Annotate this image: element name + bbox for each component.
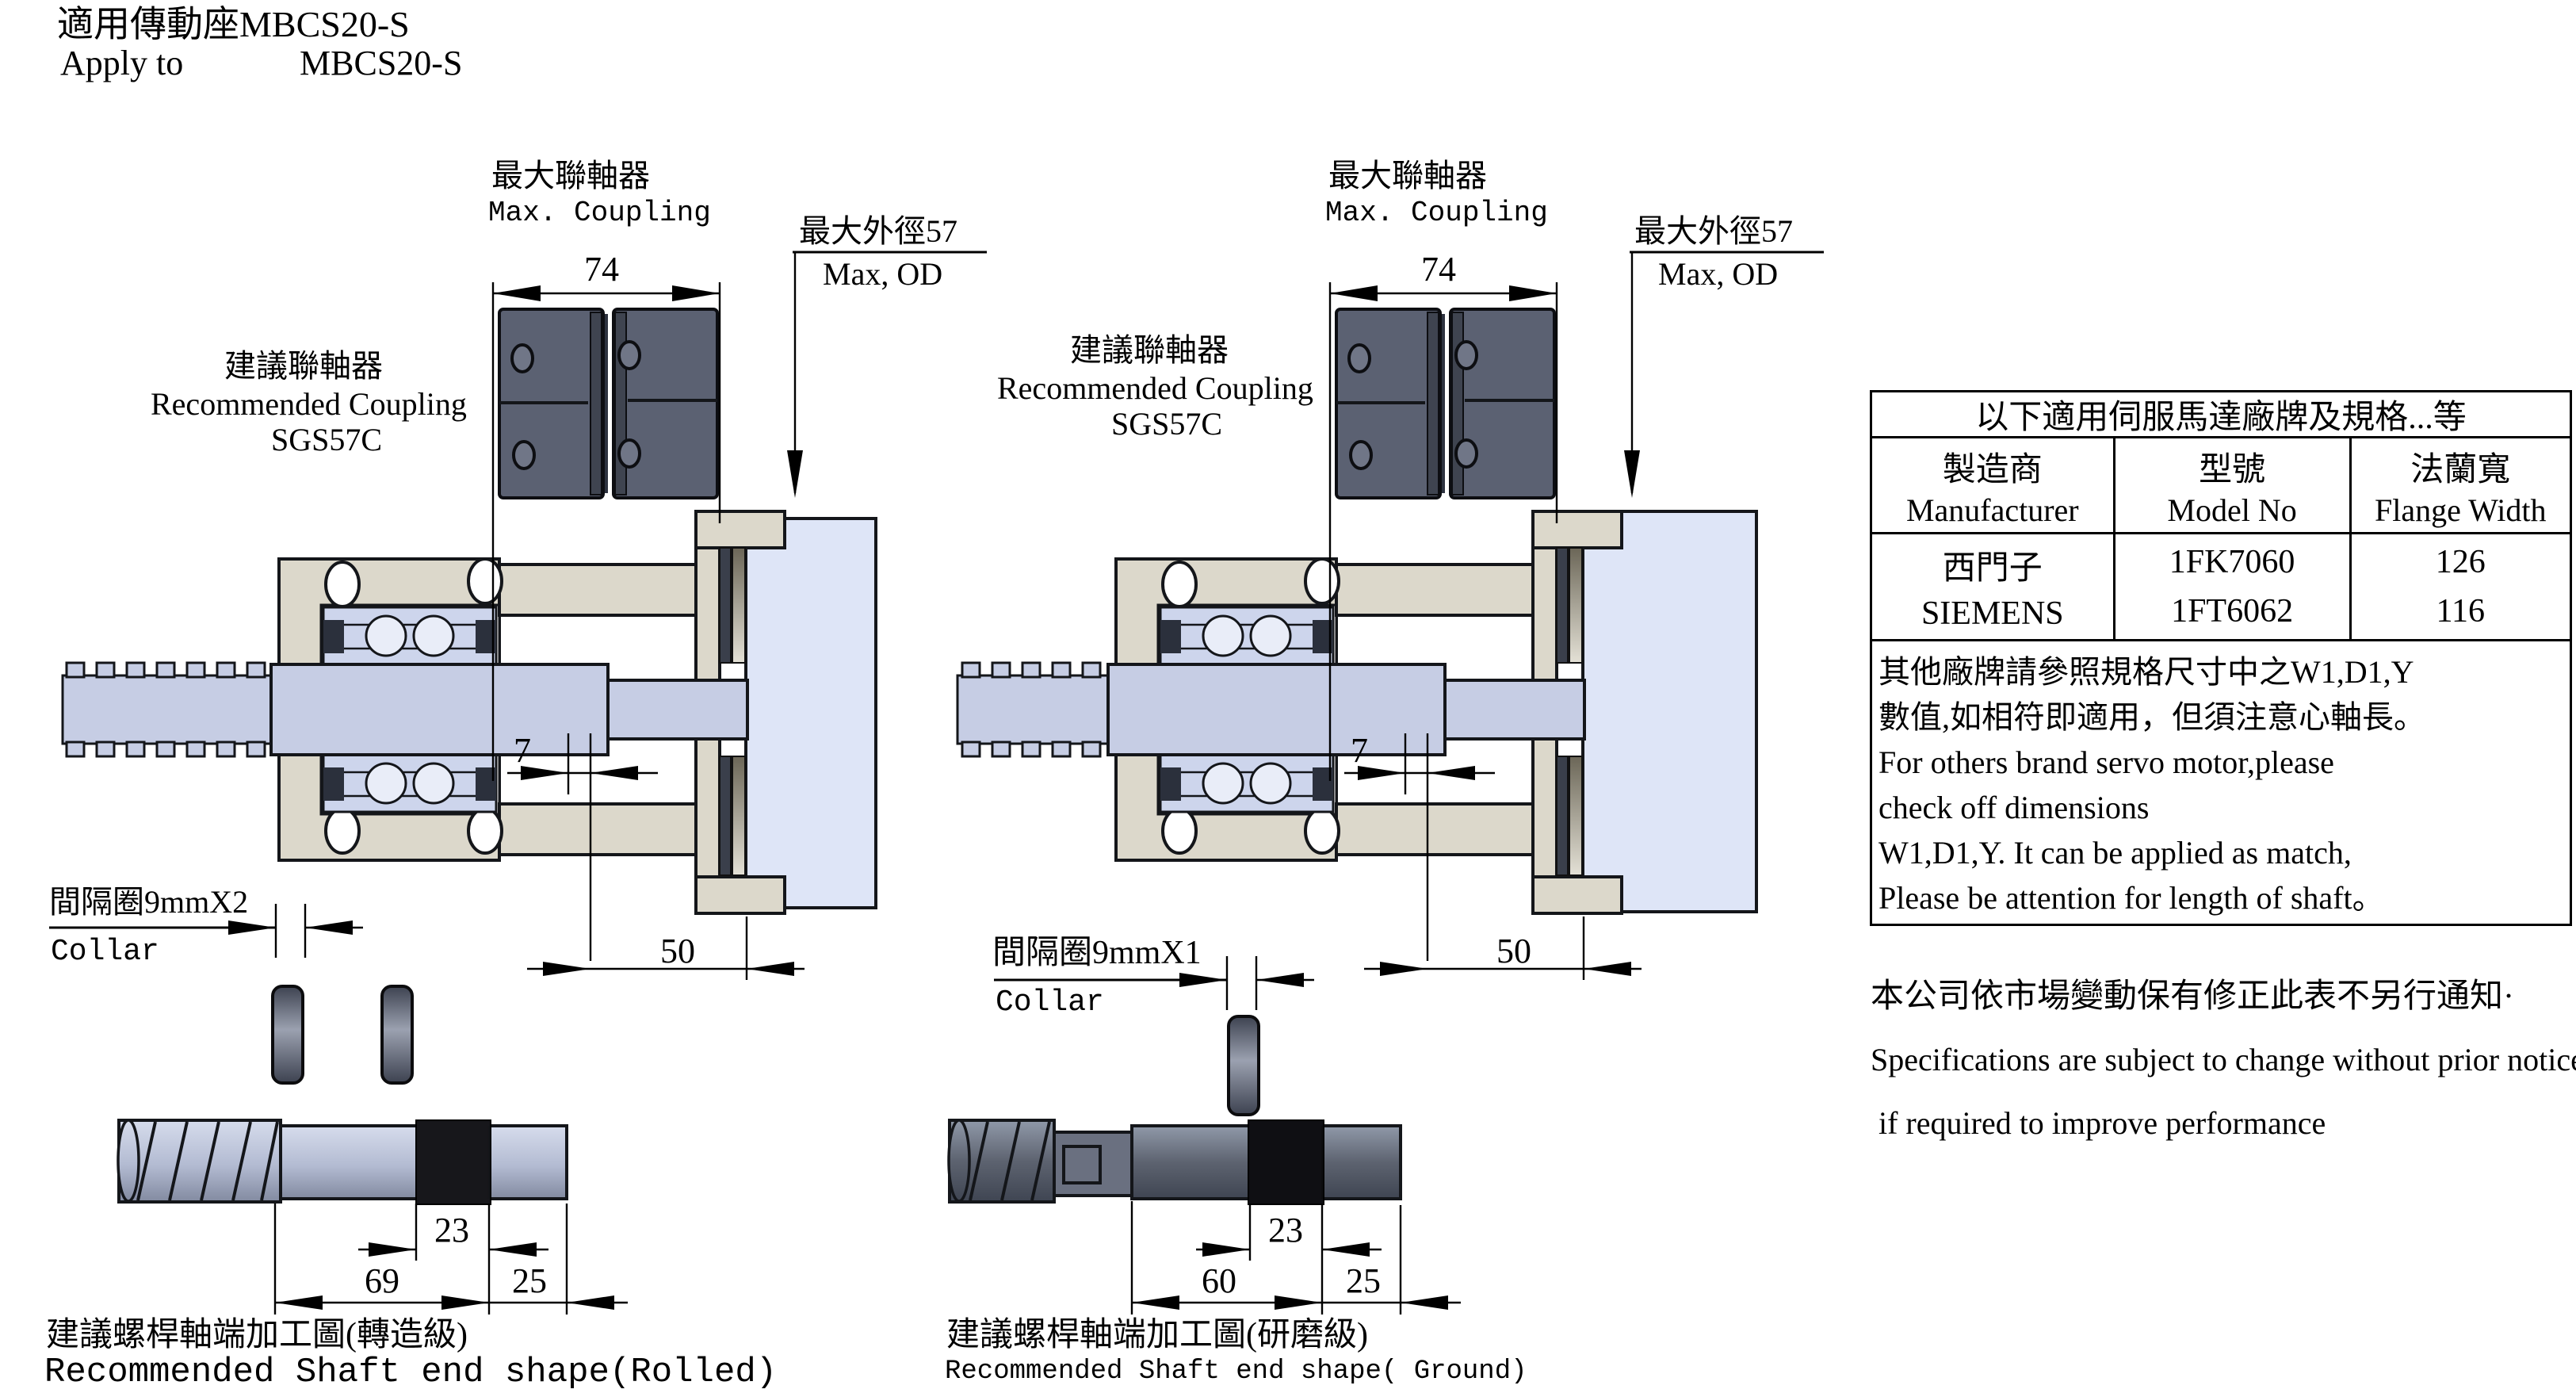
collar-ring <box>271 985 304 1085</box>
rec-coupling-label-zh: 建議聯軸器 <box>1070 332 1229 368</box>
dim-length: 60 <box>1202 1261 1236 1300</box>
note-line: 其他廠牌請參照規格尺寸中之W1,D1,Y <box>1878 654 2414 690</box>
rec-coupling-label-en: Recommended Coupling <box>151 386 467 422</box>
collar-ring <box>380 985 414 1085</box>
disclaimer-zh: 本公司依市場變動保有修正此表不另行通知· <box>1871 978 2514 1015</box>
max-od-label-zh: 最大外徑57 <box>799 213 957 249</box>
collar-label-en: Collar <box>51 935 159 969</box>
col-label-en: Manufacturer <box>1905 492 2079 528</box>
table-data-rows: 西門子 SIEMENS 1FK7060 1FT6062 126 116 <box>1872 534 2570 641</box>
collar-label-en: Collar <box>996 985 1104 1020</box>
shaft-end-dimensions <box>273 1204 628 1315</box>
table-cell: SIEMENS <box>1921 595 2064 633</box>
table-cell: 126 <box>2435 544 2486 580</box>
dim-gap: 7 <box>1351 731 1368 770</box>
page-title-en-label: Apply to <box>60 44 184 82</box>
servo-spec-table: 以下適用伺服馬達廠牌及規格...等 製造商 Manufacturer 型號 Mo… <box>1870 390 2572 926</box>
disclaimer-en-2: if required to improve performance <box>1871 1104 2326 1141</box>
col-flange-width: 法蘭寬 Flange Width <box>2352 438 2570 532</box>
rec-coupling-model: SGS57C <box>1111 406 1223 442</box>
manufacturer-cells: 西門子 SIEMENS <box>1872 534 2113 639</box>
assembly-left <box>49 251 988 1315</box>
col-label-zh: 製造商 <box>1942 451 2043 488</box>
rec-coupling-label-en: Recommended Coupling <box>997 370 1313 406</box>
table-cell: 116 <box>2436 593 2485 630</box>
dim-knurl: 23 <box>434 1211 469 1249</box>
collar-dimension <box>994 956 1314 1010</box>
table-cell: 西門子 <box>1942 549 2043 587</box>
disclaimer-en-1: Specifications are subject to change wit… <box>1871 1042 2576 1078</box>
note-line: For others brand servo motor,please <box>1878 744 2334 780</box>
max-coupling-label-zh: 最大聯軸器 <box>491 158 650 193</box>
table-notes: 其他廠牌請參照規格尺寸中之W1,D1,Y 數值,如相符即適用，但須注意心軸長。 … <box>1872 641 2570 920</box>
shaft-caption-zh: 建議螺桿軸端加工圖(研磨級) <box>946 1317 1368 1353</box>
max-coupling-label-en: Max. Coupling <box>1325 197 1548 229</box>
col-label-en: Model No <box>2167 492 2297 528</box>
flange-width-cells: 126 116 <box>2352 534 2570 639</box>
col-model: 型號 Model No <box>2112 438 2352 532</box>
col-label-zh: 型號 <box>2199 451 2266 488</box>
collar-label-zh: 間隔圈9mmX2 <box>49 884 249 920</box>
shaft-end-ground <box>947 1119 1402 1205</box>
dim-depth: 50 <box>1496 932 1531 970</box>
shaft-end-dimensions <box>1130 1201 1461 1315</box>
max-coupling-label-zh: 最大聯軸器 <box>1328 158 1487 193</box>
assembly-right <box>947 251 1825 1315</box>
table-header-row: 製造商 Manufacturer 型號 Model No 法蘭寬 Flange … <box>1872 438 2570 534</box>
screw-shaft <box>956 661 1586 758</box>
dim-coupling-width: 74 <box>1421 250 1456 289</box>
dim-length: 69 <box>365 1261 399 1300</box>
dim-depth: 50 <box>660 932 695 970</box>
max-od-label-zh: 最大外徑57 <box>1634 213 1793 249</box>
model-cells: 1FK7060 1FT6062 <box>2112 534 2352 639</box>
rec-coupling-label-zh: 建議聯軸器 <box>224 348 383 384</box>
collar-label-zh: 間隔圈9mmX1 <box>992 935 1202 971</box>
note-line: W1,D1,Y. It can be applied as match, <box>1878 835 2352 871</box>
table-cell: 1FT6062 <box>2171 593 2294 630</box>
max-od-label-en: Max, OD <box>1658 256 1779 292</box>
screw-shaft <box>61 661 749 758</box>
dim-knurl: 23 <box>1268 1211 1303 1249</box>
collar-ring <box>1227 1015 1260 1116</box>
max-od-label-en: Max, OD <box>823 256 943 292</box>
shaft-caption-en: Recommended Shaft end shape(Rolled) <box>44 1353 778 1392</box>
note-line: check off dimensions <box>1878 790 2150 825</box>
dim-coupling-width: 74 <box>584 250 619 289</box>
note-line: 數值,如相符即適用，但須注意心軸長。 <box>1878 699 2425 735</box>
col-manufacturer: 製造商 Manufacturer <box>1872 438 2113 532</box>
table-cell: 1FK7060 <box>2169 544 2295 580</box>
table-title: 以下適用伺服馬達廠牌及規格...等 <box>1872 392 2570 438</box>
rec-coupling-model: SGS57C <box>271 422 383 457</box>
disclaimer: 本公司依市場變動保有修正此表不另行通知· Specifications are … <box>1871 951 2576 1168</box>
page-title-zh: 適用傳動座MBCS20-S <box>57 4 410 44</box>
dim-end: 25 <box>1346 1261 1381 1300</box>
shaft-end-rolled <box>117 1119 568 1205</box>
col-label-zh: 法蘭寬 <box>2410 451 2511 488</box>
collar-dimension <box>49 904 363 958</box>
dim-gap: 7 <box>514 731 531 770</box>
motor-flange-block <box>744 517 877 909</box>
dim-end: 25 <box>512 1261 547 1300</box>
note-line: Please be attention for length of shaft。 <box>1878 880 2384 916</box>
page-title-en-model: MBCS20-S <box>300 44 463 82</box>
shaft-caption-zh: 建議螺桿軸端加工圖(轉造級) <box>46 1317 468 1353</box>
max-coupling-label-en: Max. Coupling <box>488 197 711 229</box>
motor-flange-block <box>1581 510 1758 913</box>
shaft-caption-en: Recommended Shaft end shape( Ground) <box>945 1357 1527 1387</box>
col-label-en: Flange Width <box>2375 492 2547 528</box>
